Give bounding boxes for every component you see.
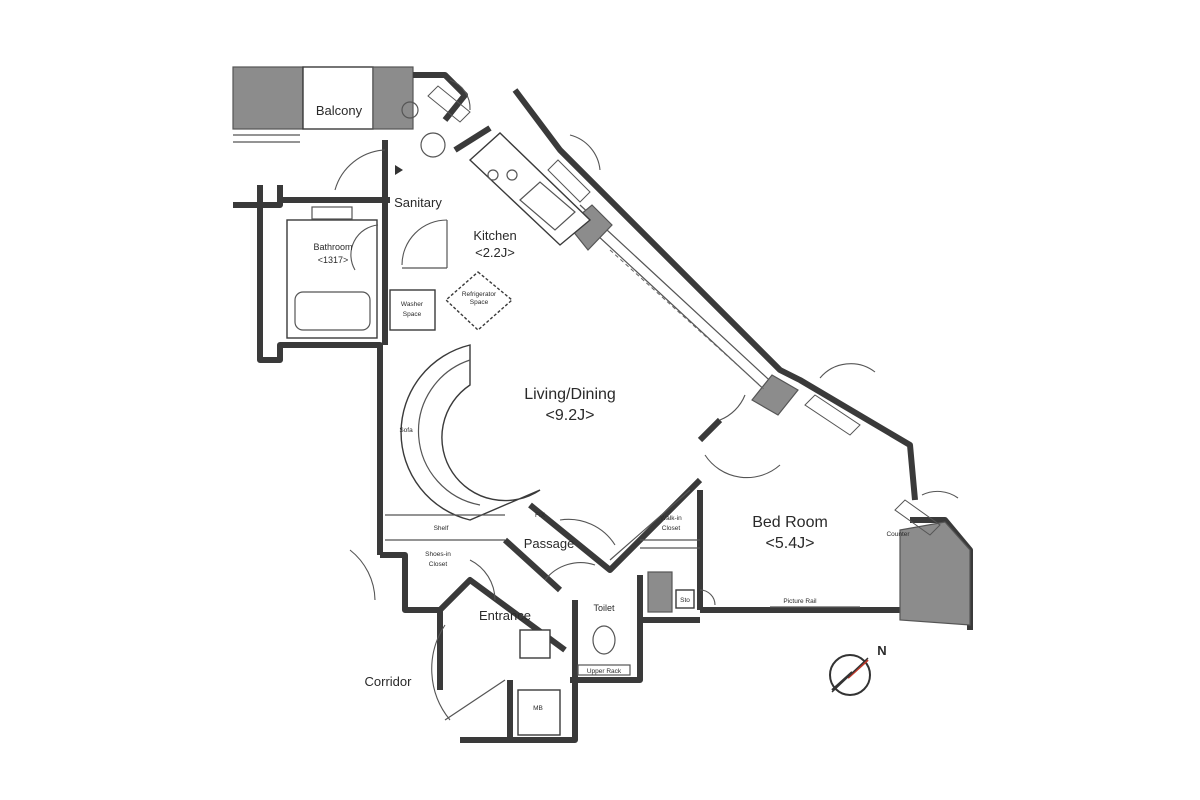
label-bathroom: Bathroom [313, 242, 352, 252]
label-counter: Counter [886, 531, 910, 538]
interior-doors [349, 394, 781, 721]
label-bedroom: Bed Room [752, 514, 828, 531]
label-fix: FIX [535, 512, 546, 519]
toilet-fixture [577, 625, 631, 676]
label-shoes: Shoes-in [425, 551, 451, 558]
label-walkin-closet: Closet [662, 525, 681, 532]
label-kitchen-size: <2.2J> [475, 245, 515, 260]
label-sofa: Sofa [399, 427, 413, 434]
label-kitchen: Kitchen [473, 228, 516, 243]
label-bathroom-size: <1317> [318, 255, 349, 265]
sanitary-fixtures [334, 101, 448, 269]
label-bedroom-size: <5.4J> [766, 535, 815, 552]
label-shelf: Shelf [434, 525, 449, 532]
dimension-marks [517, 249, 860, 736]
label-refrigerator: Refrigerator [462, 291, 497, 298]
label-entrance: Entrance [479, 608, 531, 623]
label-washer: Washer [401, 301, 424, 308]
sofa [400, 344, 541, 521]
structural-columns [567, 204, 971, 626]
balcony-area [232, 66, 414, 143]
compass-label: N [877, 643, 886, 658]
label-shoes-closet: Closet [429, 561, 448, 568]
label-toilet: Toilet [593, 603, 615, 613]
label-picture-rail: Picture Rail [783, 598, 817, 605]
refrigerator-space [444, 271, 514, 331]
label-upper-rack: Upper Rack [587, 668, 622, 675]
label-sanitary: Sanitary [394, 195, 442, 210]
label-corridor: Corridor [365, 674, 413, 689]
label-living: Living/Dining [524, 386, 616, 403]
label-mb: MB [533, 705, 543, 712]
label-refrigerator-space: Space [470, 299, 489, 306]
windows [427, 79, 959, 536]
compass-icon [829, 654, 871, 696]
label-balcony: Balcony [316, 103, 363, 118]
outer-walls [233, 72, 973, 743]
label-living-size: <9.2J> [546, 407, 595, 424]
interior-walls [385, 417, 723, 680]
label-washer-space: Space [403, 311, 422, 318]
label-storage: Sto [680, 597, 690, 604]
bathroom-fixtures [286, 206, 436, 339]
kitchen-counter [468, 132, 592, 246]
label-passage: Passage [524, 536, 575, 551]
label-walkin: Walk-in [660, 515, 682, 522]
